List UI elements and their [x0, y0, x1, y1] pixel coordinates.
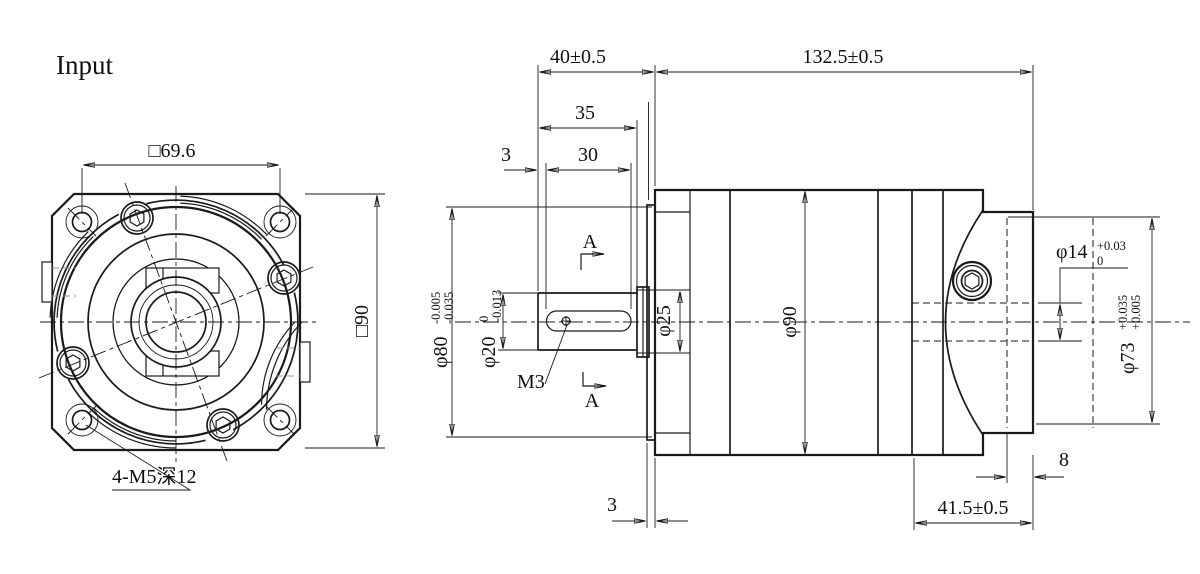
dim-keyway-offset: 3: [501, 144, 537, 170]
dim-bolt-square: □69.6: [81, 140, 281, 214]
bolt-square-label: □69.6: [148, 140, 195, 162]
side-tabs: [41, 261, 311, 383]
face-arc-slots: [49, 195, 303, 449]
dim-shaft-diameter: φ200-0.013: [477, 290, 545, 368]
dim-body-diameter: φ90: [779, 192, 805, 454]
mount-holes-label: 4-M5深12: [112, 465, 196, 488]
endcap-arc: [944, 209, 984, 436]
dim-flange-size: □90: [305, 193, 385, 449]
socket-screw-4: [207, 409, 239, 441]
dim-pilot-diameter: φ80-0.005-0.035: [429, 206, 652, 438]
socket-screw-1: [268, 262, 300, 294]
svg-text:φ25: φ25: [653, 305, 675, 337]
shaft-keyway: [545, 310, 632, 332]
view-title: Input: [56, 50, 113, 80]
svg-text:35: 35: [575, 102, 595, 124]
dim-output-section-length: 41.5±0.5: [913, 458, 1032, 530]
dim-extension-lines-top: [537, 65, 1034, 309]
svg-text:30: 30: [578, 144, 598, 166]
section-label-lower: A: [585, 390, 600, 412]
flange-size-label: □90: [351, 305, 373, 337]
housing-outline: [653, 188, 1035, 457]
front-centerlines: [38, 182, 318, 462]
section-label-upper: A: [583, 231, 598, 253]
output-screw: [951, 260, 993, 302]
dim-shaft-length: 35: [540, 102, 636, 128]
section-marker-lower: A: [582, 372, 606, 412]
m3-label: M3: [517, 371, 545, 393]
dim-keyway-length: 30: [548, 144, 630, 170]
housing-bore-arcs: [53, 199, 299, 445]
dim-pilot-boss-thickness: 3: [607, 443, 688, 528]
input-shaft: [537, 292, 637, 351]
mount-holes-callout: 4-M5深12: [85, 424, 196, 491]
svg-text:8: 8: [1059, 449, 1069, 471]
svg-text:φ73+0.035+0.005: φ73+0.035+0.005: [1116, 295, 1143, 374]
svg-text:41.5±0.5: 41.5±0.5: [938, 497, 1009, 519]
section-marker-upper: A: [580, 231, 604, 270]
svg-text:40±0.5: 40±0.5: [550, 46, 606, 68]
dim-shaft-end-to-face: 40±0.5: [540, 46, 654, 72]
dim-boss-diameter: φ25: [636, 289, 690, 354]
svg-text:3: 3: [607, 494, 617, 516]
dim-output-flange-thickness: 8: [976, 433, 1069, 530]
svg-text:φ90: φ90: [779, 306, 801, 338]
front-view: □69.6 □90 4-M5深12: [38, 140, 385, 491]
svg-text:φ80-0.005-0.035: φ80-0.005-0.035: [429, 292, 456, 368]
svg-text:132.5±0.5: 132.5±0.5: [803, 46, 884, 68]
hidden-lines: [912, 218, 1094, 428]
svg-text:φ14+0.030: φ14+0.030: [1056, 239, 1126, 268]
svg-text:φ200-0.013: φ200-0.013: [477, 290, 504, 368]
dim-output-spigot: φ73+0.035+0.005: [1008, 216, 1160, 425]
housing-joints: [655, 190, 944, 455]
svg-text:3: 3: [501, 144, 511, 166]
side-view: A A M3 40±0.5 132.5±0.5 35: [429, 46, 1190, 530]
m3-tap-hole: [544, 316, 571, 385]
dim-body-length: 132.5±0.5: [657, 46, 1032, 72]
